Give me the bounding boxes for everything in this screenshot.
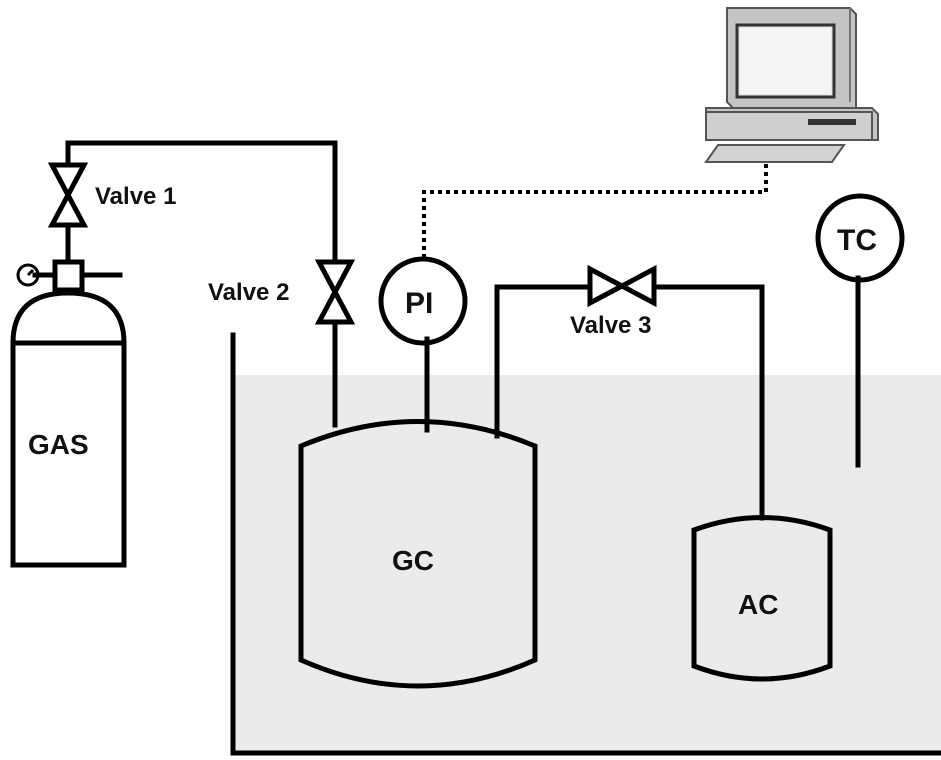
- ac-inlet-pipe: [651, 284, 765, 521]
- regulator-gauge-icon: [16, 263, 40, 287]
- pi-label: PI: [405, 287, 433, 320]
- computer-icon[interactable]: [704, 7, 879, 163]
- ac-label: AC: [738, 589, 778, 620]
- gc-label: GC: [392, 545, 434, 576]
- valve-1-icon[interactable]: [47, 162, 89, 228]
- ac-vessel: [691, 515, 833, 682]
- gc-vessel: [298, 419, 538, 689]
- gc-outlet-pipe: [494, 284, 593, 439]
- tc-label: TC: [837, 224, 877, 257]
- valve-2-icon[interactable]: [314, 259, 356, 325]
- valve-2-label: Valve 2: [208, 279, 289, 306]
- temperature-controller: [815, 193, 905, 283]
- valve-3-icon[interactable]: [587, 264, 657, 308]
- pressure-indicator: [378, 256, 468, 346]
- signal-line: [422, 162, 768, 258]
- water-bath: [233, 375, 941, 753]
- gas-label: GAS: [28, 429, 89, 460]
- water-bath-wall: [230, 332, 941, 756]
- valve-3-label: Valve 3: [570, 312, 651, 339]
- valve-1-label: Valve 1: [95, 183, 176, 210]
- gas-cylinder: [10, 259, 127, 568]
- gas-main-pipe: [65, 140, 338, 265]
